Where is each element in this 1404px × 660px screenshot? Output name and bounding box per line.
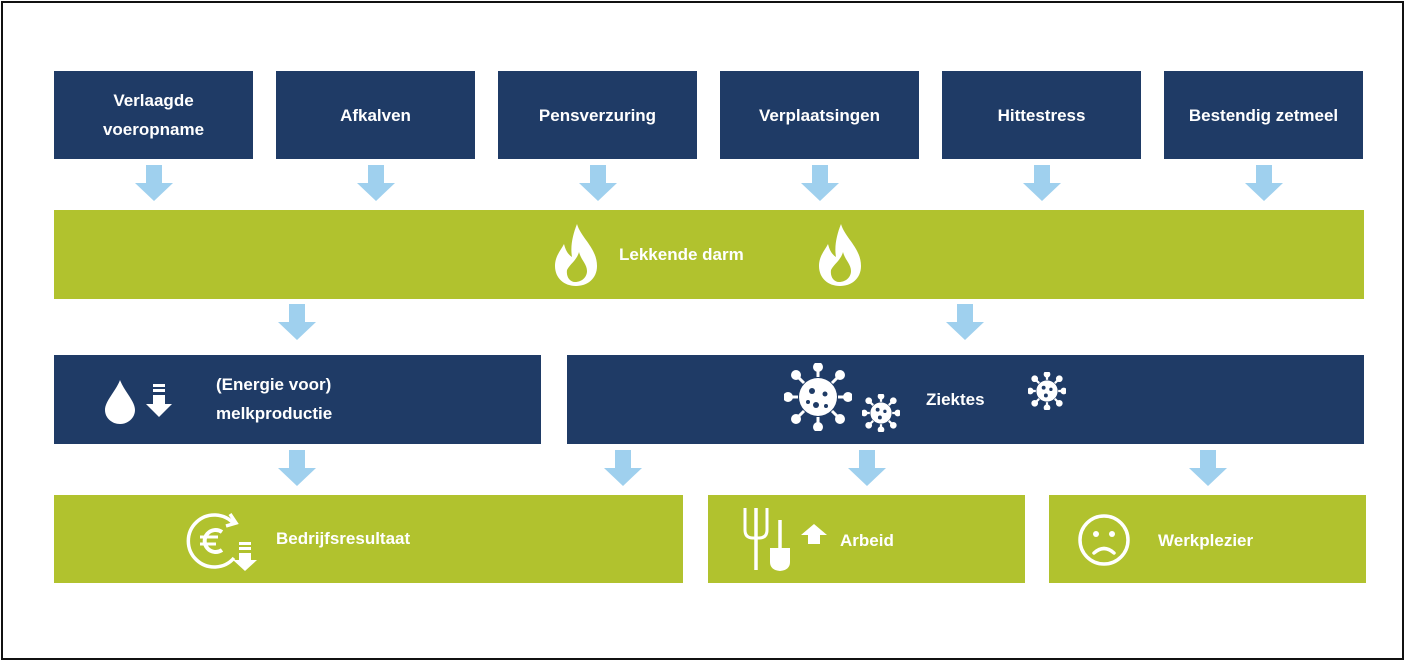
cause-label: Hittestress xyxy=(997,105,1086,125)
leaky-gut-label: Lekkende darm xyxy=(619,245,744,264)
flow-arrow-icon xyxy=(278,304,316,340)
cause-label: Bestendig zetmeel xyxy=(1188,105,1339,125)
cause-label: Verlaagde voeropname xyxy=(102,91,205,139)
leaky-gut-box xyxy=(54,210,1364,299)
disease-label: Ziektes xyxy=(926,390,985,409)
down-arrow-icon xyxy=(146,384,172,417)
flow-arrow-icon xyxy=(801,165,839,201)
shovel-icon xyxy=(770,520,790,571)
cause-label: Afkalven xyxy=(340,105,411,125)
euro-down-icon xyxy=(186,513,257,571)
flow-arrow-icon xyxy=(848,450,886,486)
flow-arrow-icon xyxy=(579,165,617,201)
cause-label: Pensverzuring xyxy=(538,105,657,125)
labour-label: Arbeid xyxy=(840,531,894,550)
flame-icon xyxy=(819,224,861,286)
flow-arrow-icon xyxy=(1189,450,1227,486)
joy-label: Werkplezier xyxy=(1158,531,1254,550)
virus-icon xyxy=(784,363,852,431)
virus-icon xyxy=(862,394,900,432)
cause-box-verplaatsingen: Verplaatsingen xyxy=(720,71,919,159)
cause-box-afkalven: Afkalven xyxy=(276,71,475,159)
cause-box-bestendig-zetmeel: Bestendig zetmeel xyxy=(1164,71,1363,159)
flow-arrow-icon xyxy=(357,165,395,201)
cause-box-verlaagde-voeropname: Verlaagde voeropname xyxy=(54,71,253,159)
fork-icon xyxy=(743,508,769,570)
flow-arrow-icon xyxy=(604,450,642,486)
energy-label: (Energie voor) melkproductie xyxy=(216,375,333,423)
result-box xyxy=(54,495,683,583)
result-label: Bedrijfsresultaat xyxy=(276,529,411,548)
flow-arrow-icon xyxy=(135,165,173,201)
up-arrow-icon xyxy=(801,524,827,544)
flame-icon xyxy=(555,224,597,286)
cause-box-pensverzuring: Pensverzuring xyxy=(498,71,697,159)
flow-arrow-icon xyxy=(1023,165,1061,201)
energy-box xyxy=(54,355,541,444)
flow-arrow-icon xyxy=(1245,165,1283,201)
virus-icon xyxy=(1028,372,1066,410)
flow-arrow-icon xyxy=(946,304,984,340)
disease-box xyxy=(567,355,1364,444)
cause-label: Verplaatsingen xyxy=(759,105,880,125)
flow-arrow-icon xyxy=(278,450,316,486)
sad-face-icon xyxy=(1078,514,1130,566)
cause-box-hittestress: Hittestress xyxy=(942,71,1141,159)
joy-box xyxy=(1049,495,1366,583)
drop-icon xyxy=(105,380,135,424)
